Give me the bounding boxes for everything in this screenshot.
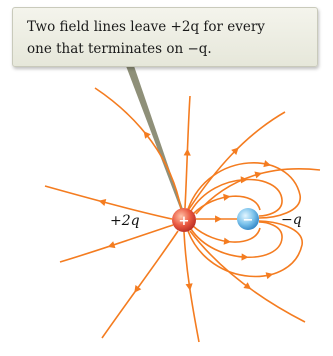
field-arrow-loop-top-1 [263,160,272,168]
field-line-south-east [189,230,306,323]
field-arrow-south-west [134,284,142,293]
field-arrow-loop-bot-2 [241,253,249,261]
positive-charge [172,208,196,232]
field-line-west-low [59,224,174,263]
field-line-loop-bot-2 [190,221,283,258]
field-line-loop-top-3 [192,195,261,215]
field-line-loop-bot-3 [192,225,261,243]
field-line-loop-top-2 [190,178,283,217]
field-arrow-north-west [143,131,151,139]
field-arrow-loop-top-2 [240,176,248,184]
field-arrow-loop-bot-1 [265,272,274,280]
field-arrow-loop-bot-3 [223,237,232,245]
callout-line-2: one that terminates on −q. [27,41,212,57]
field-arrow-north-east [231,147,239,155]
negative-charge-sign: − [243,213,254,228]
positive-charge-label: +2q [110,213,140,229]
negative-charge-label: −q [281,212,302,228]
field-line-south-west [101,230,179,339]
field-line-loop-top-1 [187,162,301,219]
field-arrow-west [98,199,107,206]
callout-line-1: Two field lines leave +2q for every [27,19,265,35]
field-line-east-upper [195,168,321,215]
field-lines [44,87,321,343]
field-line-west [44,185,173,220]
negative-charge [237,208,259,230]
field-arrow-direct [215,215,223,223]
field-line-north-west [94,87,182,210]
field-line-loop-bot-1 [187,220,303,278]
field-arrow-south-east [243,282,252,290]
field-arrow-loop-top-3 [223,193,231,201]
field-arrow-west-low [107,241,116,249]
positive-charge-sign: + [179,214,190,229]
field-arrow-north [183,148,191,156]
field-line-north-east [188,111,286,210]
callout-pointer [126,66,185,216]
callout-box: Two field lines leave +2q for every one … [12,7,318,67]
field-arrow-east-upper [254,171,263,179]
field-arrow-south [185,283,193,291]
